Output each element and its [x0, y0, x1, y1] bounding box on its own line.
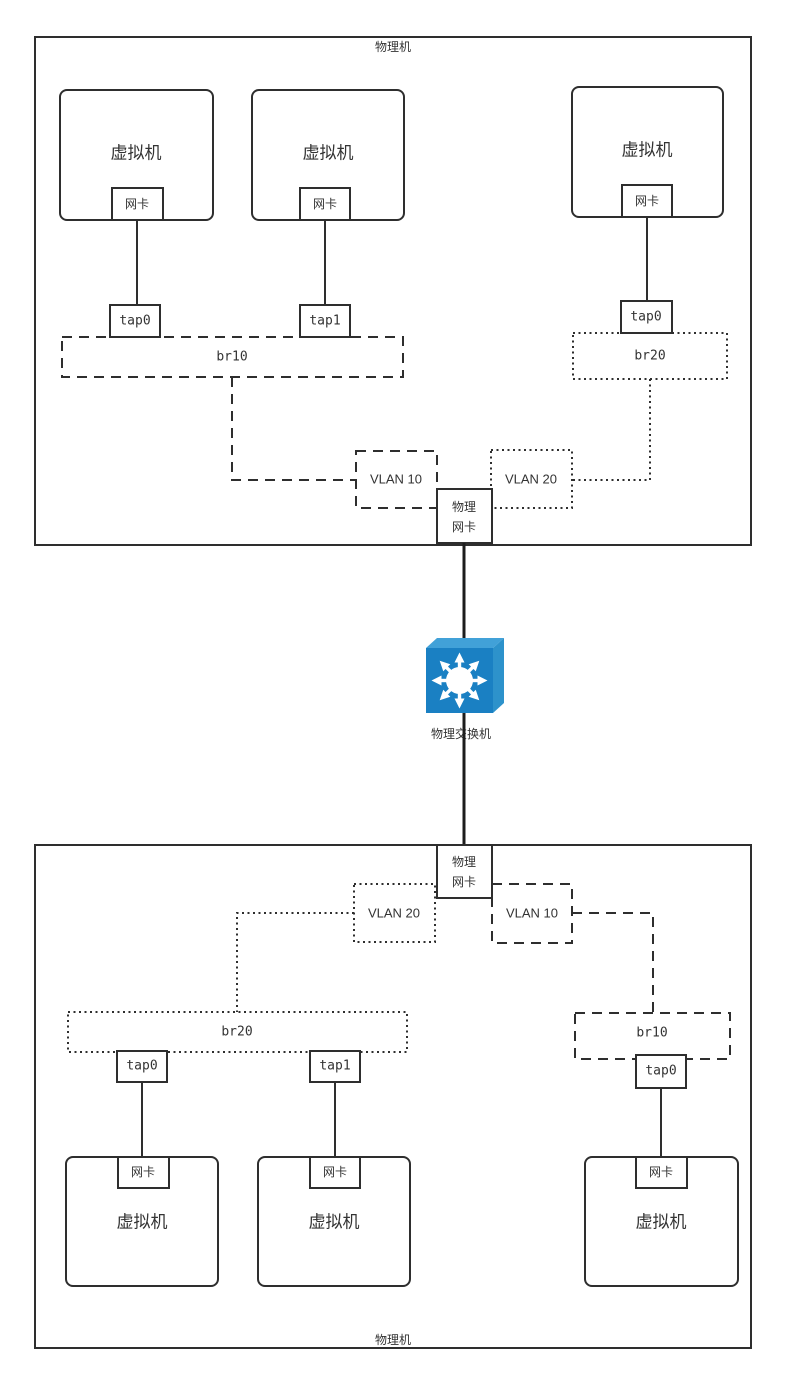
top-physical-nic-label-line1: 物理 [452, 500, 476, 514]
bottom-tap-1: tap1 [309, 1050, 361, 1083]
bottom-vm-3: 网卡 虚拟机 [584, 1156, 739, 1287]
vm-nic-label: 网卡 [649, 1165, 673, 1179]
top-host-label: 物理机 [375, 40, 411, 54]
vm-nic-box [117, 1156, 170, 1189]
bridge-br10-label: br10 [216, 350, 247, 365]
connector-vlan10-br10 [572, 912, 654, 1013]
bridge-br20-box [572, 332, 728, 380]
switch-arrow [431, 675, 451, 686]
switch-top-face [426, 638, 504, 648]
vm-nic-box [111, 187, 164, 221]
bridge-br20-box-bottom [67, 1011, 408, 1053]
vm-nic-label: 网卡 [125, 197, 149, 211]
bridge-br20-label: br20 [634, 349, 665, 364]
vlan20-label-bottom: VLAN 20 [368, 906, 420, 921]
bottom-vm-2: 网卡 虚拟机 [257, 1156, 411, 1287]
vm-nic-box [299, 187, 351, 221]
tap-label: tap1 [319, 1059, 350, 1074]
switch-side-face [493, 638, 504, 713]
tap-label: tap1 [309, 314, 340, 329]
top-vm-1: 虚拟机 网卡 [59, 89, 214, 221]
connector-vlan20-br20 [236, 912, 354, 1012]
connector-br20-vlan20 [572, 379, 651, 481]
top-physical-nic-label-line2: 网卡 [452, 520, 476, 534]
tap-box [635, 1054, 687, 1089]
bottom-physical-nic-label-line1: 物理 [452, 855, 476, 869]
top-vm-3: 虚拟机 网卡 [571, 86, 724, 218]
vlan20-label: VLAN 20 [505, 472, 557, 487]
switch-arrows [431, 652, 488, 709]
bottom-vm-1: 网卡 虚拟机 [65, 1156, 219, 1287]
vm-label: 虚拟机 [309, 1213, 360, 1232]
switch-arrow [454, 689, 465, 709]
vlan10-box-bottom [491, 883, 573, 944]
vm-label: 虚拟机 [622, 141, 673, 160]
vlan10-box [355, 450, 438, 509]
tap-box [309, 1050, 361, 1083]
connector-br10-vlan10 [231, 377, 356, 481]
bottom-host-label: 物理机 [375, 1333, 411, 1347]
tap-label: tap0 [119, 314, 150, 329]
vm-nic-label: 网卡 [313, 197, 337, 211]
vlan20-box [490, 449, 573, 509]
bridge-br10-box-bottom [574, 1012, 731, 1060]
top-physical-nic-box [436, 488, 493, 544]
top-tap-0: tap0 [109, 304, 161, 338]
top-vm-2: 虚拟机 网卡 [251, 89, 405, 221]
bottom-physical-nic-label-line2: 网卡 [452, 875, 476, 889]
tap-box [109, 304, 161, 338]
vm-nic-label: 网卡 [635, 194, 659, 208]
switch-label: 物理交换机 [431, 726, 491, 741]
top-tap-2: tap0 [620, 300, 673, 334]
tap-label: tap0 [645, 1064, 676, 1079]
tap-label: tap0 [126, 1059, 157, 1074]
tap-box [116, 1050, 168, 1083]
switch-icon [426, 638, 504, 713]
bridge-br10-label-bottom: br10 [636, 1026, 667, 1041]
tap-box [299, 304, 351, 338]
vlan10-label-bottom: VLAN 10 [506, 906, 558, 921]
vm-nic-box [309, 1156, 361, 1189]
bottom-tap-0: tap0 [116, 1050, 168, 1083]
vlan10-label: VLAN 10 [370, 472, 422, 487]
tap-box [620, 300, 673, 334]
vm-nic-box [621, 184, 673, 218]
tap-label: tap0 [630, 310, 661, 325]
vm-label: 虚拟机 [303, 144, 354, 163]
top-tap-1: tap1 [299, 304, 351, 338]
vlan20-box-bottom [353, 883, 436, 943]
vm-nic-label: 网卡 [323, 1165, 347, 1179]
bridge-br10-box [61, 336, 404, 378]
vm-nic-label: 网卡 [131, 1165, 155, 1179]
vm-nic-box [635, 1156, 688, 1189]
bottom-physical-nic-box [436, 844, 493, 899]
switch-arrow [454, 652, 465, 672]
switch-arrow [468, 675, 488, 686]
bridge-br20-label-bottom: br20 [221, 1025, 252, 1040]
vm-label: 虚拟机 [111, 144, 162, 163]
vm-label: 虚拟机 [636, 1213, 687, 1232]
vm-label: 虚拟机 [117, 1213, 168, 1232]
bottom-tap-2: tap0 [635, 1054, 687, 1089]
